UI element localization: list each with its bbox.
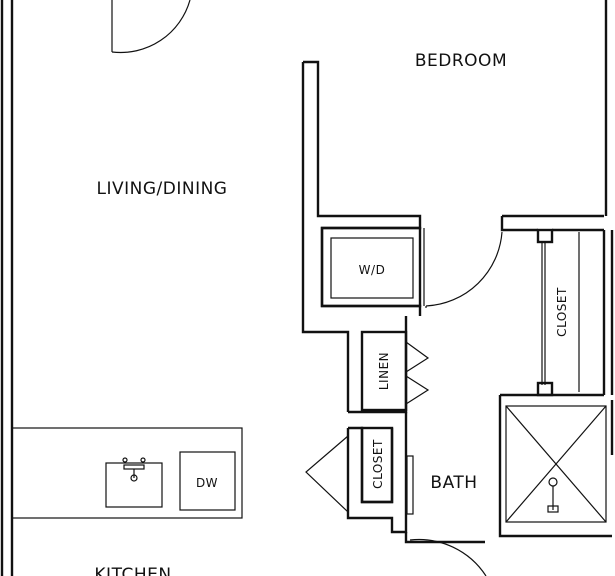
- dishwasher: [179, 451, 236, 511]
- washer-dryer-label: W/D: [359, 263, 386, 277]
- kitchen-island: DW: [11, 427, 243, 519]
- closet-bedroom-label: CLOSET: [555, 287, 569, 337]
- exterior-right-wall: [602, 0, 614, 455]
- bath-fixture-line: [406, 455, 414, 515]
- bedroom-label: BEDROOM: [415, 51, 507, 71]
- bath-label: BATH: [430, 473, 477, 493]
- kitchen-label: KITCHEN: [94, 565, 171, 576]
- sink-basin: [105, 462, 163, 508]
- living-dining-label: LIVING/DINING: [97, 179, 228, 199]
- bath-closet: CLOSET: [305, 412, 408, 534]
- bedroom-door: [425, 231, 503, 308]
- closet-bath-label: CLOSET: [371, 439, 385, 489]
- exterior-left-wall: [0, 0, 14, 576]
- bath-door: [404, 532, 487, 576]
- linen-closet: LINEN: [348, 330, 430, 414]
- bedroom-closet: CLOSET: [500, 228, 604, 397]
- dishwasher-label: DW: [196, 476, 218, 490]
- entry-door: [111, 0, 191, 54]
- washer-dryer-unit: W/D: [320, 226, 425, 308]
- shower: [498, 395, 612, 538]
- bedroom-bath-wall: [500, 214, 604, 232]
- linen-label: LINEN: [377, 352, 391, 390]
